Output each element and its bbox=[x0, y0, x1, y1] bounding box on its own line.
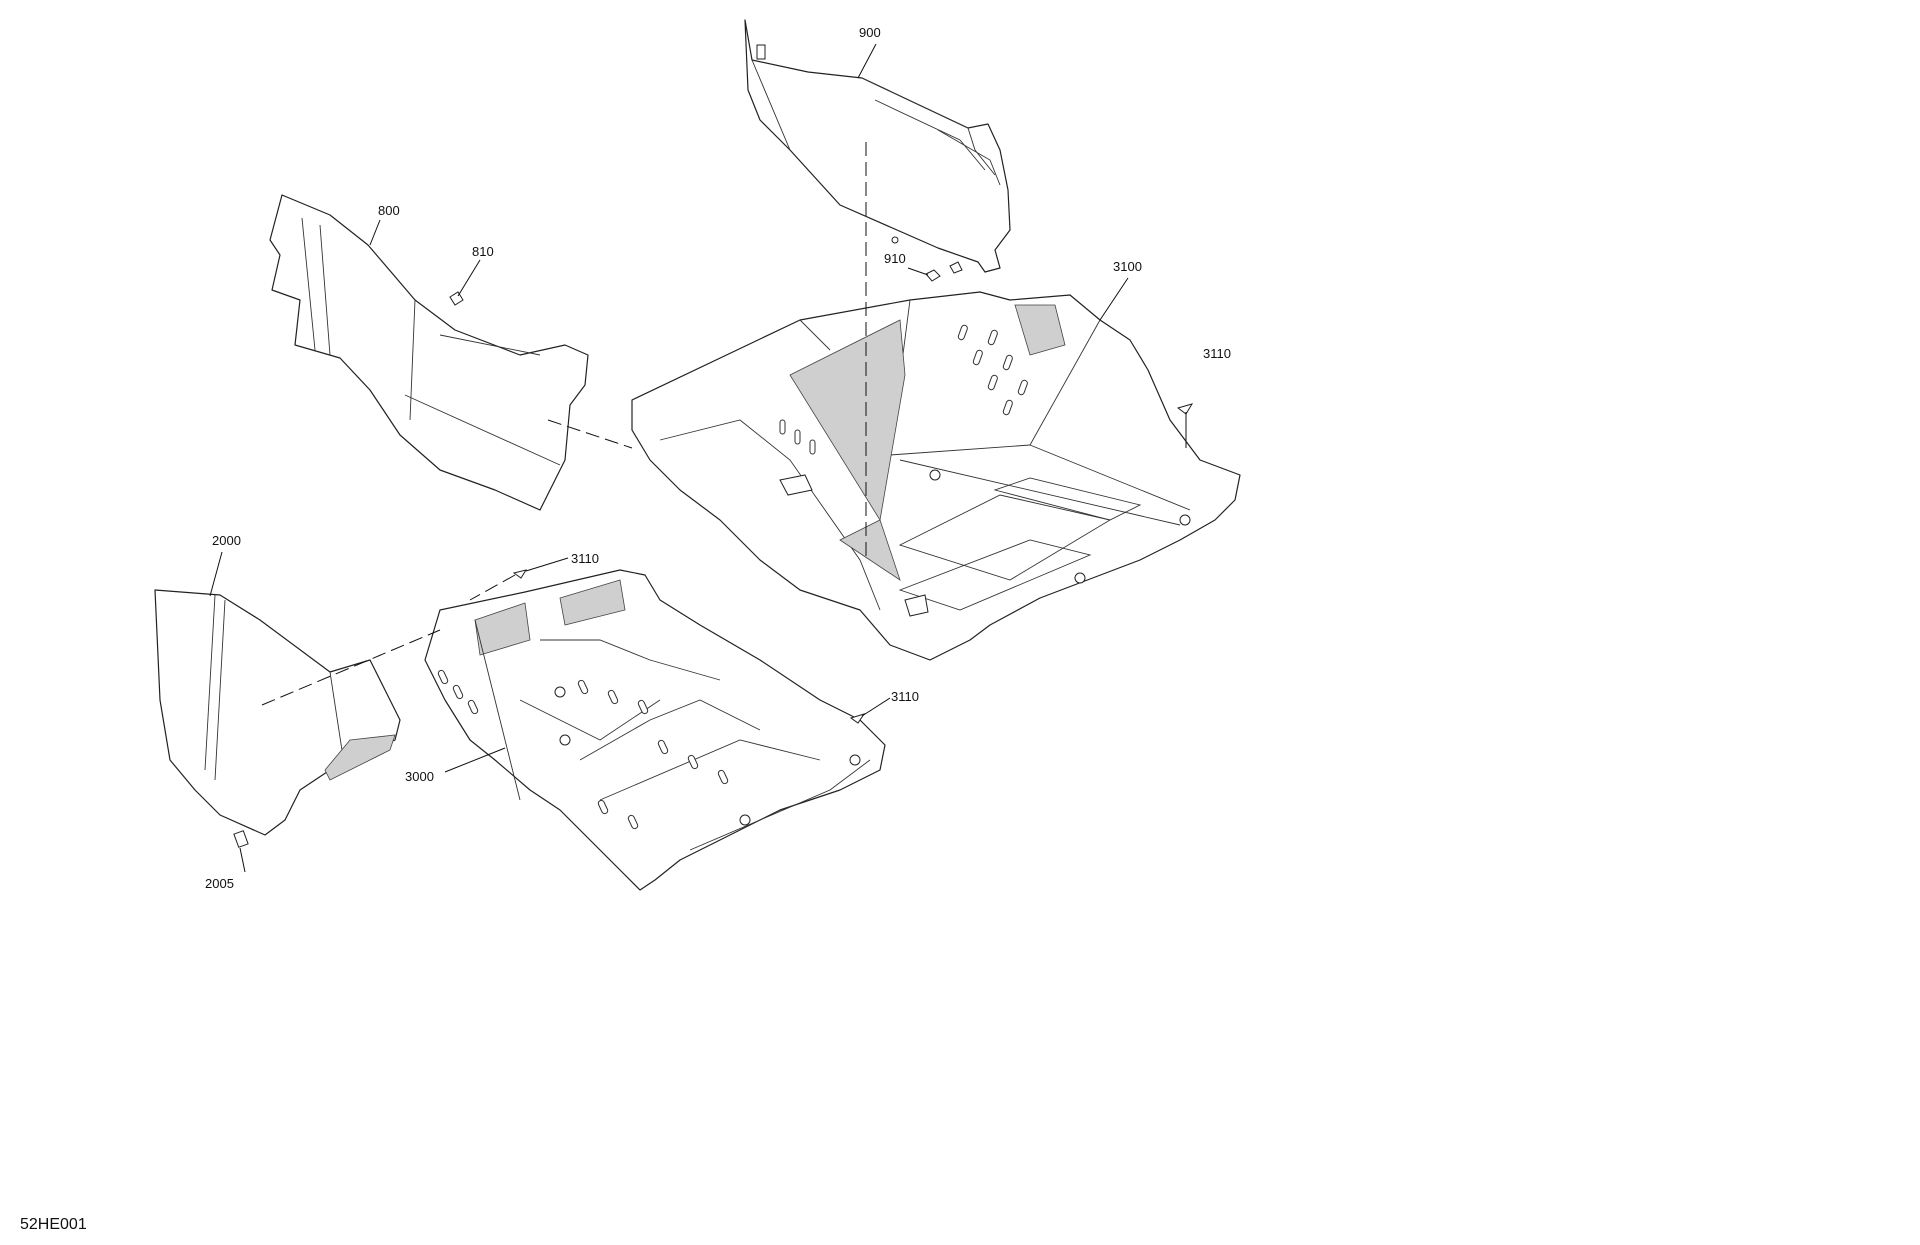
callout-3100: 3100 bbox=[1113, 259, 1142, 274]
fastener-3110-lower bbox=[849, 713, 866, 724]
callout-900: 900 bbox=[859, 25, 881, 40]
leader-3000 bbox=[444, 747, 506, 773]
callout-3110-mid: 3110 bbox=[571, 551, 599, 566]
part-3000-front-floor bbox=[424, 569, 886, 891]
leader-910 bbox=[907, 267, 929, 276]
callout-3110-lower: 3110 bbox=[891, 689, 919, 704]
callout-2000: 2000 bbox=[212, 533, 241, 548]
callout-3110-right: 3110 bbox=[1203, 346, 1231, 361]
fastener-3110-right bbox=[1176, 403, 1194, 448]
leader-900 bbox=[857, 43, 877, 79]
callout-3000: 3000 bbox=[405, 769, 434, 784]
part-910-fastener bbox=[925, 261, 963, 282]
leader-800 bbox=[369, 219, 381, 246]
part-3100-rear-floor bbox=[631, 291, 1241, 661]
callout-800: 800 bbox=[378, 203, 400, 218]
leader-2000 bbox=[209, 551, 223, 597]
callout-810: 810 bbox=[472, 244, 494, 259]
part-2005-clip bbox=[233, 830, 249, 848]
leader-3110-lower bbox=[861, 697, 891, 717]
callout-910: 910 bbox=[884, 251, 906, 266]
alignment-line-2000 bbox=[261, 629, 441, 706]
alignment-line-3110 bbox=[469, 574, 516, 601]
callout-2005: 2005 bbox=[205, 876, 234, 891]
alignment-line-800 bbox=[547, 419, 633, 449]
leader-3110-mid bbox=[525, 557, 569, 572]
part-800-side-panel bbox=[269, 194, 589, 511]
drawing-id-label: 52HE001 bbox=[20, 1216, 87, 1233]
leader-3100 bbox=[1099, 277, 1129, 321]
part-900-rear-panel bbox=[744, 19, 1011, 273]
fastener-3110-mid bbox=[512, 569, 528, 579]
leader-2005 bbox=[239, 847, 246, 873]
leader-810 bbox=[457, 259, 481, 297]
part-2000-side-panel bbox=[154, 589, 401, 836]
